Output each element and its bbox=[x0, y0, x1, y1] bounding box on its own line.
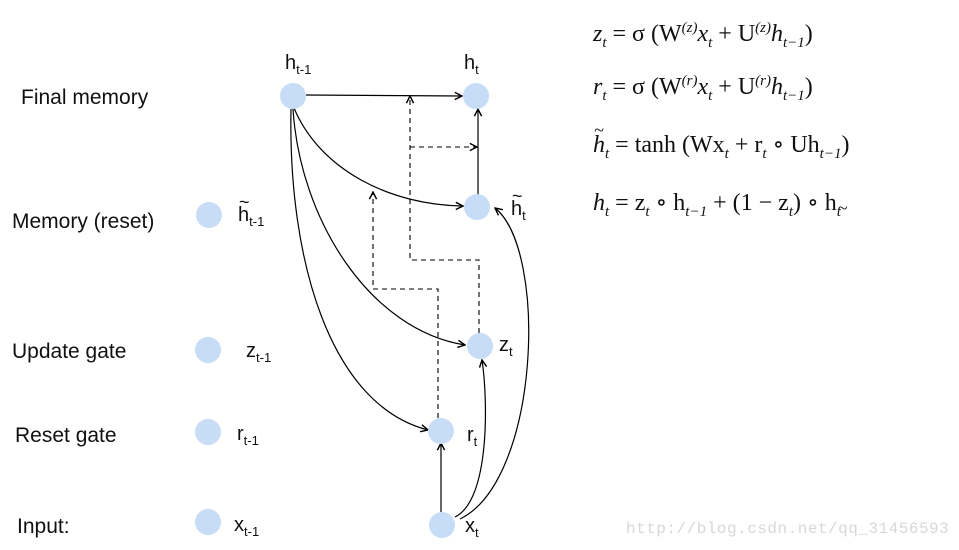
node-z-t bbox=[467, 333, 493, 359]
edge-xt-htilde bbox=[459, 208, 530, 520]
edge-hprev-zt bbox=[292, 108, 465, 345]
label-htilde-t: ht bbox=[511, 186, 526, 223]
equation-update-gate: zt = σ (W(z)xt + U(z)ht−1) bbox=[593, 20, 813, 51]
edge-hprev-rt bbox=[290, 108, 428, 430]
label-x-prev: xt-1 bbox=[234, 514, 260, 539]
node-r-prev bbox=[195, 419, 221, 445]
row-label-memory-reset: Memory (reset) bbox=[12, 210, 155, 233]
label-z-t: zt bbox=[499, 334, 513, 359]
node-x-t bbox=[429, 512, 455, 538]
node-h-prev bbox=[280, 83, 306, 109]
row-label-reset-gate: Reset gate bbox=[15, 424, 117, 447]
node-h-t bbox=[463, 83, 489, 109]
dashed-rt-to-htilde bbox=[373, 192, 439, 418]
dashed-zt-to-ht bbox=[410, 96, 480, 333]
row-label-final-memory: Final memory bbox=[21, 86, 149, 109]
node-r-t bbox=[428, 418, 454, 444]
edge-xt-zt bbox=[454, 360, 485, 518]
label-h-t: ht bbox=[464, 52, 479, 77]
node-z-prev bbox=[195, 337, 221, 363]
label-r-t: rt bbox=[467, 424, 478, 449]
watermark: http://blog.csdn.net/qq_31456593 bbox=[626, 520, 950, 538]
node-htilde-prev bbox=[196, 202, 222, 228]
label-r-prev: rt-1 bbox=[237, 423, 259, 448]
row-label-input: Input: bbox=[17, 515, 70, 538]
equation-reset-gate: rt = σ (W(r)xt + U(r)ht−1) bbox=[593, 73, 813, 104]
equation-new-memory: ht = tanh (Wxt + rt ∘ Uht−1) bbox=[593, 120, 849, 163]
equation-final-memory: ht = zt ∘ ht−1 + (1 − zt) ∘ ht bbox=[593, 190, 848, 220]
label-htilde-prev: ht-1 bbox=[238, 192, 264, 229]
row-label-update-gate: Update gate bbox=[12, 340, 127, 363]
label-x-t: xt bbox=[465, 515, 479, 540]
node-htilde-t bbox=[464, 194, 490, 220]
edge-hprev-ht bbox=[305, 95, 462, 96]
label-h-prev: ht-1 bbox=[285, 52, 312, 77]
gru-diagram bbox=[195, 83, 530, 538]
label-z-prev: zt-1 bbox=[246, 340, 272, 365]
edge-hprev-htilde bbox=[293, 107, 463, 206]
node-x-prev bbox=[195, 509, 221, 535]
